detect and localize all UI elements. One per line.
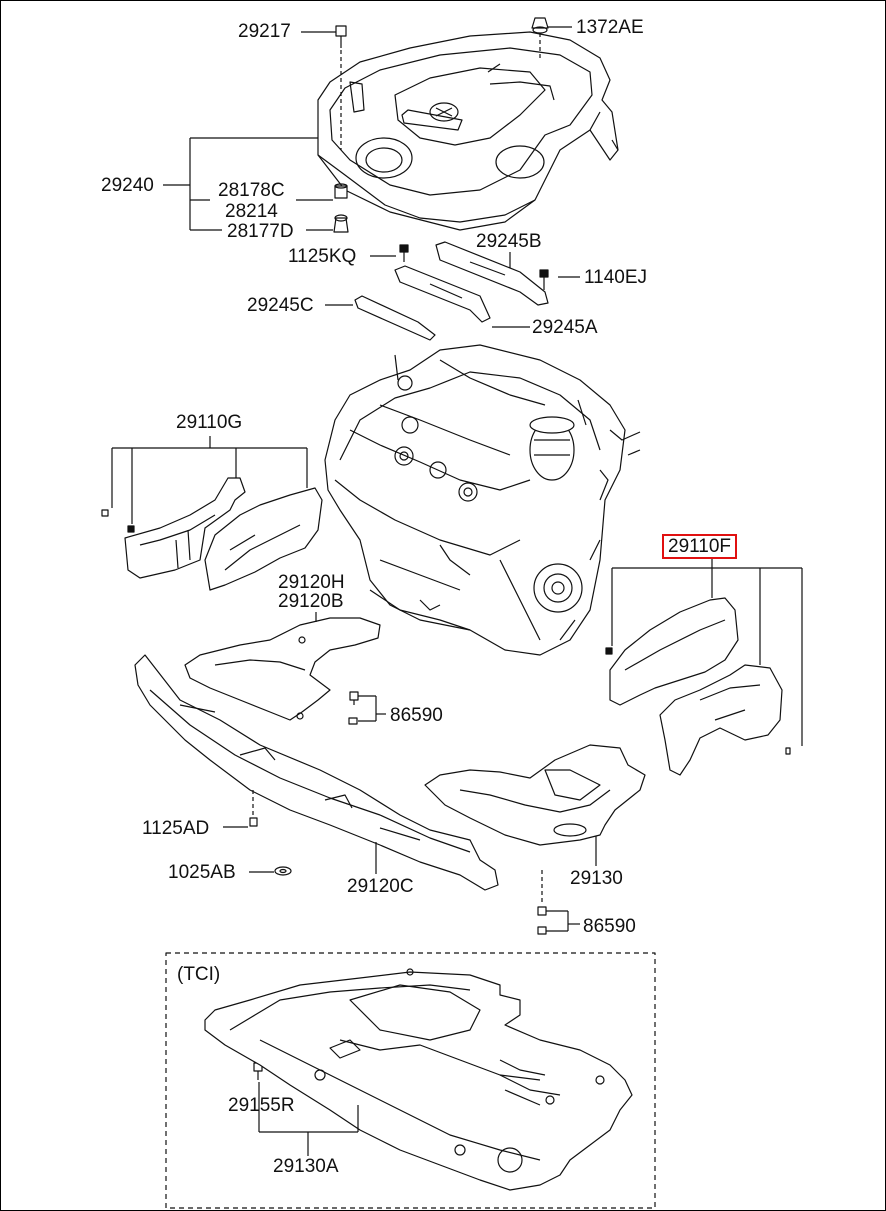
- panel-29120c-drawing: [134, 654, 499, 891]
- bolt-small-drawing: [399, 244, 549, 290]
- label-28178c[interactable]: 28178C: [218, 180, 285, 201]
- label-1125kq[interactable]: 1125KQ: [288, 246, 357, 267]
- panel-29120b-drawing: [184, 617, 381, 721]
- label-29217[interactable]: 29217: [238, 21, 291, 42]
- bolt-29217-drawing: [335, 25, 347, 150]
- panel-29130-drawing: [424, 744, 646, 846]
- label-29120b[interactable]: 29120B: [278, 591, 344, 612]
- undercover-29130a-drawing: [165, 952, 656, 1209]
- label-86590-lower[interactable]: 86590: [583, 916, 636, 937]
- label-1125ad[interactable]: 1125AD: [142, 818, 210, 839]
- label-29120c[interactable]: 29120C: [347, 876, 414, 897]
- label-29240[interactable]: 29240: [101, 175, 154, 196]
- tci-label: (TCI): [177, 964, 221, 985]
- bracket-drawing: [354, 241, 549, 341]
- label-29245b[interactable]: 29245B: [476, 231, 542, 252]
- label-29130a[interactable]: 29130A: [273, 1156, 339, 1177]
- label-29130[interactable]: 29130: [570, 868, 623, 889]
- label-28214[interactable]: 28214: [225, 201, 278, 222]
- label-86590-upper[interactable]: 86590: [390, 705, 443, 726]
- leader-lines: [111, 26, 803, 1156]
- label-29155r[interactable]: 29155R: [228, 1095, 295, 1116]
- shield-29110f-drawing: [605, 597, 791, 776]
- label-29110f-highlighted[interactable]: 29110F: [662, 534, 738, 559]
- label-28177d[interactable]: 28177D: [227, 221, 294, 242]
- shield-29110g-drawing: [101, 477, 323, 591]
- engine-block-drawing: [324, 344, 641, 656]
- nut-1372ae-drawing: [531, 17, 549, 60]
- engine-cover-drawing: [317, 31, 619, 231]
- label-1025ab[interactable]: 1025AB: [168, 862, 236, 883]
- label-29120h[interactable]: 29120H: [278, 572, 345, 593]
- label-1140ej[interactable]: 1140EJ: [584, 267, 648, 288]
- tci-box: [165, 952, 656, 1209]
- label-29110g[interactable]: 29110G: [176, 412, 243, 433]
- label-1372ae[interactable]: 1372AE: [576, 17, 644, 38]
- label-29245c[interactable]: 29245C: [247, 295, 314, 316]
- grommet-drawing: [333, 183, 349, 233]
- label-29245a[interactable]: 29245A: [532, 317, 598, 338]
- fastener-drawing: [249, 691, 547, 1080]
